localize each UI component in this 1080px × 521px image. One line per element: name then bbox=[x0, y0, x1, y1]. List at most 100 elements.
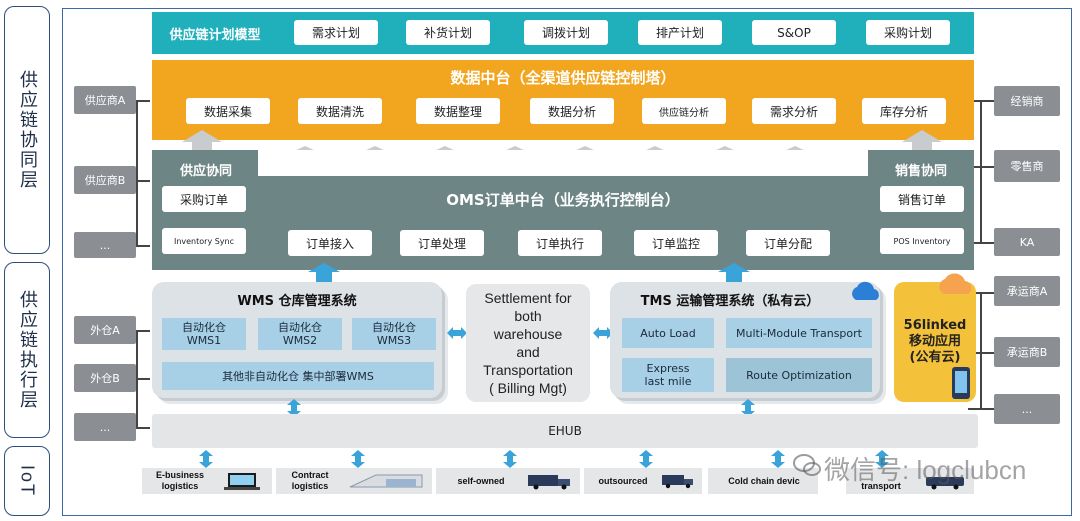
van-icon bbox=[926, 477, 964, 490]
vertical-double-arrow-icon bbox=[287, 399, 301, 417]
carrier-more-box: ... bbox=[994, 394, 1060, 424]
vertical-double-arrow-icon bbox=[503, 450, 517, 468]
express-box: Express last mile bbox=[622, 358, 714, 392]
warehouse-b-box: 外仓B bbox=[74, 364, 136, 392]
settlement-line: Settlement for bbox=[484, 290, 572, 306]
wms2-line2: WMS2 bbox=[282, 334, 318, 347]
wms-other-box: 其他非自动化仓 集中部署WMS bbox=[162, 362, 434, 390]
oms-item-monitor: 订单监控 bbox=[634, 230, 718, 256]
oms-item-allocation: 订单分配 bbox=[746, 230, 830, 256]
layer-label-exec: 供应链执行层 bbox=[4, 262, 50, 438]
settlement-box: Settlement for both warehouse and Transp… bbox=[466, 284, 590, 402]
retailer-box: 零售商 bbox=[994, 150, 1060, 182]
cloud-icon bbox=[852, 281, 879, 300]
wms1-box: 自动化仓 WMS1 bbox=[162, 318, 246, 350]
plan-title: 供应链计划模型 bbox=[169, 27, 261, 43]
up-arrow-icon bbox=[182, 130, 222, 150]
wms1-line1: 自动化仓 bbox=[182, 321, 226, 334]
purchase-order-box: 采购订单 bbox=[162, 186, 246, 212]
dp-item-clean: 数据清洗 bbox=[298, 98, 382, 124]
iot-contract-line2: logistics bbox=[291, 481, 329, 491]
wms3-box: 自动化仓 WMS3 bbox=[352, 318, 436, 350]
double-arrow-icon bbox=[593, 327, 613, 339]
warehouse-a-box: 外仓A bbox=[74, 316, 136, 344]
vertical-double-arrow-icon bbox=[771, 450, 785, 468]
plan-item-sop: S&OP bbox=[752, 20, 836, 45]
vertical-double-arrow-icon bbox=[639, 450, 653, 468]
dp-item-supplychain-analysis: 供应链分析 bbox=[642, 98, 726, 124]
dp-item-collect: 数据采集 bbox=[186, 98, 270, 124]
supplier-b-box: 供应商B bbox=[74, 166, 136, 194]
plan-item-purchase: 采购计划 bbox=[866, 20, 950, 45]
laptop-icon bbox=[224, 473, 260, 490]
supply-collab-label: 供应协同 bbox=[179, 163, 232, 179]
plan-item-demand: 需求计划 bbox=[294, 20, 378, 45]
dp-item-organize: 数据整理 bbox=[416, 98, 500, 124]
connector bbox=[968, 242, 994, 244]
distributor-box: 经销商 bbox=[994, 86, 1060, 116]
truck-icon bbox=[662, 475, 693, 489]
iot-transport-label: transport bbox=[861, 481, 901, 491]
oms-top-gap bbox=[258, 150, 868, 176]
oms-item-intake: 订单接入 bbox=[288, 230, 372, 256]
plan-item-scheduling: 排产计划 bbox=[638, 20, 722, 45]
settlement-line: Transportation bbox=[483, 362, 573, 378]
oms-item-processing: 订单处理 bbox=[400, 230, 484, 256]
wms1-line2: WMS1 bbox=[186, 334, 222, 347]
wms-title: WMS 仓库管理系统 bbox=[237, 293, 357, 309]
iot-outsourced-box: outsourced bbox=[584, 468, 702, 494]
warehouse-truck-icon bbox=[349, 474, 423, 488]
dp-item-demand-analysis: 需求分析 bbox=[752, 98, 836, 124]
iot-ebusiness-line2: logistics bbox=[161, 481, 199, 491]
sales-collab-label: 销售协同 bbox=[894, 163, 947, 179]
supplier-a-box: 供应商A bbox=[74, 86, 136, 114]
multi-module-box: Multi-Module Transport bbox=[726, 318, 872, 348]
dp-item-inventory-analysis: 库存分析 bbox=[862, 98, 946, 124]
carrier-a-box: 承运商A bbox=[994, 276, 1060, 306]
left-bracket-top bbox=[136, 100, 138, 245]
wms2-box: 自动化仓 WMS2 bbox=[258, 318, 342, 350]
settlement-line: both bbox=[514, 308, 542, 324]
connector bbox=[968, 166, 994, 168]
right-bracket-top bbox=[980, 100, 982, 242]
connector bbox=[968, 100, 994, 102]
settlement-line: warehouse bbox=[493, 326, 563, 342]
up-arrow-icon bbox=[902, 130, 942, 150]
connector bbox=[136, 245, 150, 247]
iot-outsourced-label: outsourced bbox=[598, 476, 648, 486]
iot-selfowned-label: self-owned bbox=[457, 476, 505, 486]
oms-item-execution: 订单执行 bbox=[518, 230, 602, 256]
ka-box: KA bbox=[994, 228, 1060, 256]
vertical-double-arrow-icon bbox=[199, 450, 213, 468]
dp-item-analysis: 数据分析 bbox=[530, 98, 614, 124]
wms2-line1: 自动化仓 bbox=[278, 321, 322, 334]
express-line1: Express bbox=[646, 362, 690, 375]
iot-ebusiness-line1: E-business bbox=[155, 470, 204, 480]
connector bbox=[968, 352, 994, 354]
connector bbox=[136, 100, 150, 102]
double-arrow-icon bbox=[447, 327, 467, 339]
plan-item-replenish: 补货计划 bbox=[406, 20, 490, 45]
wechat-icon bbox=[793, 454, 821, 476]
ehub-bar: EHUB bbox=[152, 414, 978, 448]
layer-label-iot: IoT bbox=[4, 446, 50, 516]
route-optimization-box: Route Optimization bbox=[726, 358, 872, 392]
wms3-line1: 自动化仓 bbox=[372, 321, 416, 334]
up-arrow-icon bbox=[308, 263, 340, 283]
connector bbox=[968, 292, 994, 294]
iot-coldchain-label: Cold chain devic bbox=[728, 476, 800, 486]
watermark-text: 微信号: logclubcn bbox=[824, 455, 1027, 485]
auto-load-box: Auto Load bbox=[622, 318, 714, 348]
iot-transport-box: transport bbox=[846, 468, 974, 494]
tms-title: TMS 运输管理系统（私有云） bbox=[640, 293, 820, 309]
inventory-sync-box: Inventory Sync bbox=[162, 228, 246, 254]
connector bbox=[136, 427, 150, 429]
up-arrow-icon bbox=[718, 263, 750, 283]
connector bbox=[968, 408, 994, 410]
sales-order-box: 销售订单 bbox=[880, 186, 964, 212]
express-line2: last mile bbox=[644, 375, 692, 388]
main-frame bbox=[62, 8, 1072, 516]
iot-contract-line1: Contract bbox=[291, 470, 329, 480]
mobile-line1: 56linked bbox=[903, 318, 967, 333]
warehouse-more-box: ... bbox=[74, 413, 136, 441]
